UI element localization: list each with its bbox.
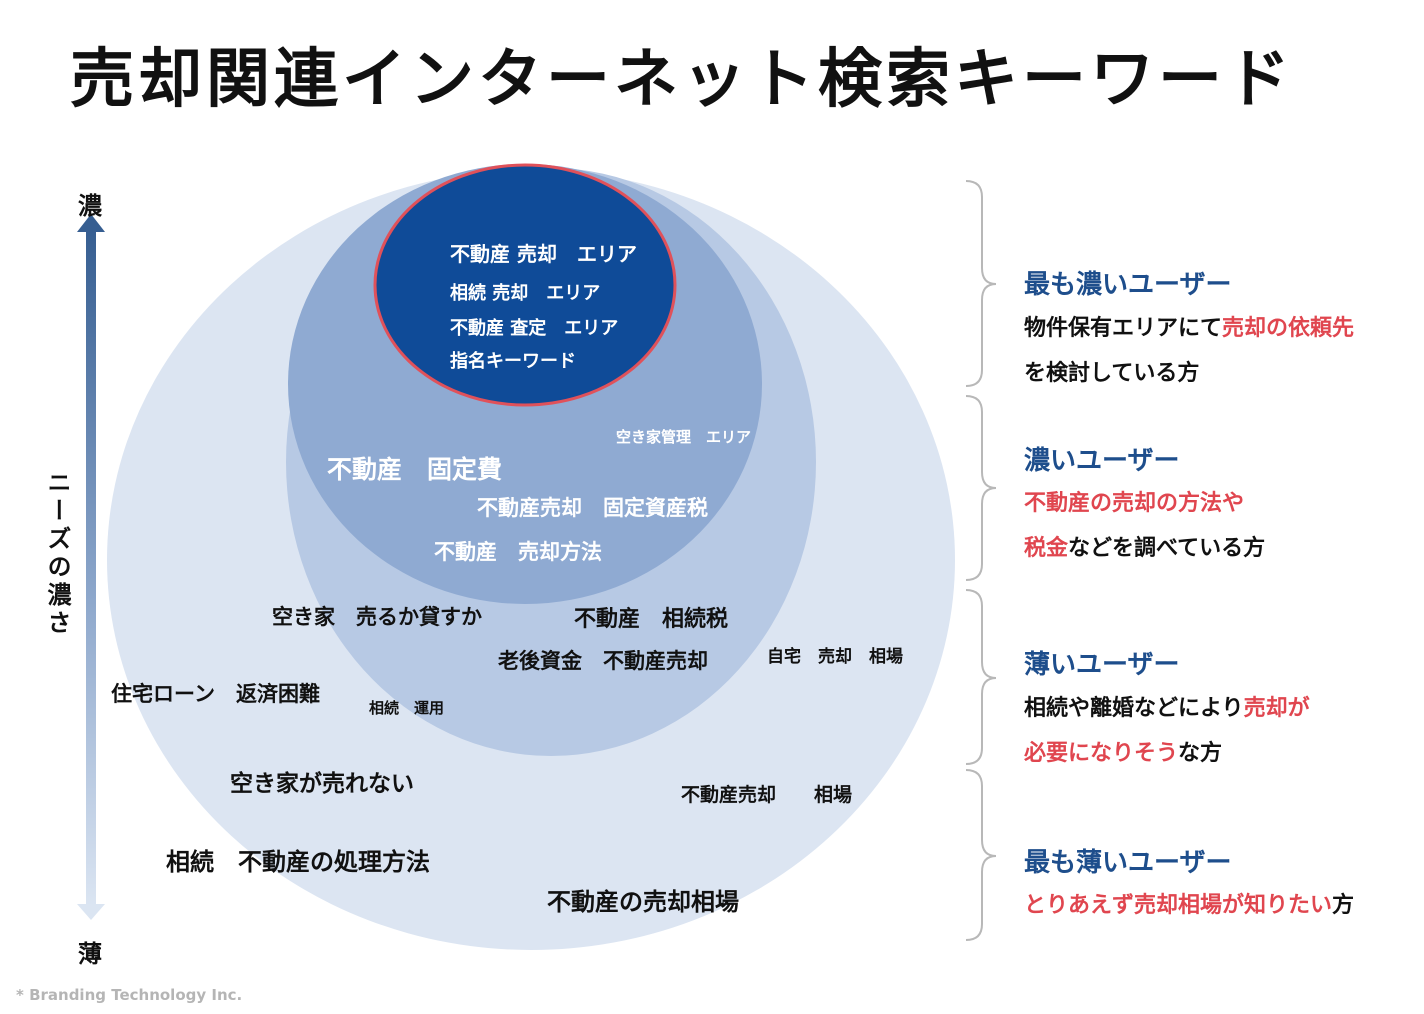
segment-highlight: 必要になりそう [1024, 741, 1179, 766]
axis-title: ニーズの濃さ [43, 470, 71, 638]
keyword: 自宅 売却 相場 [767, 647, 903, 667]
keyword: 不動産 売却 エリア [450, 242, 637, 266]
keyword: 空き家が売れない [230, 771, 414, 797]
keyword: 老後資金 不動産売却 [498, 649, 708, 673]
keyword: 指名キーワード [450, 351, 576, 372]
circle-level-1 [373, 163, 677, 407]
axis-bottom-label: 薄 [78, 940, 102, 968]
segment-title: 濃いユーザー [1024, 446, 1180, 476]
segment-description: 不動産の売却の方法や 税金などを調べている方 [1024, 481, 1265, 571]
copyright-footer: * Branding Technology Inc. [16, 986, 243, 1004]
brace-1 [965, 180, 997, 387]
keyword: 相続 売却 エリア [450, 283, 601, 304]
segment-highlight: とりあえず売却相場が知りたい [1024, 893, 1333, 918]
keyword: 不動産 相続税 [574, 607, 729, 632]
segment-description: 相続や離婚などにより売却が 必要になりそうな方 [1024, 686, 1310, 776]
segment-title: 最も薄いユーザー [1024, 848, 1232, 878]
page-title: 売却関連インターネット検索キーワード [70, 43, 1294, 117]
axis-arrow-up-icon [77, 214, 105, 232]
segment-text: などを調べている方 [1068, 536, 1266, 561]
axis-arrow-bar [86, 230, 96, 906]
segment-highlight: 売却が [1243, 696, 1310, 721]
keyword: 相続 運用 [369, 699, 445, 717]
brace-4 [965, 769, 997, 941]
segment-title: 最も濃いユーザー [1024, 270, 1232, 300]
segment-text: 相続や離婚などにより [1024, 696, 1244, 721]
keyword: 不動産 査定 エリア [450, 318, 619, 339]
axis-top-label: 濃 [78, 192, 102, 220]
segment-text: 方 [1332, 893, 1355, 918]
segment-title: 薄いユーザー [1024, 650, 1180, 680]
brace-3 [965, 589, 997, 765]
keyword: 不動産 固定費 [327, 455, 503, 484]
brace-2 [965, 395, 997, 581]
keyword: 住宅ローン 返済困難 [111, 682, 320, 706]
segment-text: 物件保有エリアにて [1024, 316, 1223, 341]
keyword: 不動産売却 相場 [681, 784, 853, 806]
keyword: 不動産売却 固定資産税 [477, 496, 708, 520]
segment-highlight: 売却の依頼先 [1222, 316, 1355, 341]
keyword: 不動産の売却相場 [547, 888, 739, 916]
keyword: 相続 不動産の処理方法 [166, 848, 430, 876]
axis-arrow-down-icon [77, 904, 105, 920]
keyword: 不動産 売却方法 [434, 540, 602, 564]
segment-highlight: 税金 [1024, 536, 1069, 561]
segment-text: な方 [1178, 741, 1223, 766]
segment-text: を検討している方 [1024, 361, 1200, 386]
segment-highlight: 不動産の売却の方法や [1024, 491, 1245, 516]
keyword: 空き家管理 エリア [616, 428, 752, 446]
segment-description: とりあえず売却相場が知りたい方 [1024, 883, 1354, 928]
keyword: 空き家 売るか貸すか [272, 605, 482, 629]
segment-description: 物件保有エリアにて売却の依頼先 を検討している方 [1024, 306, 1354, 396]
